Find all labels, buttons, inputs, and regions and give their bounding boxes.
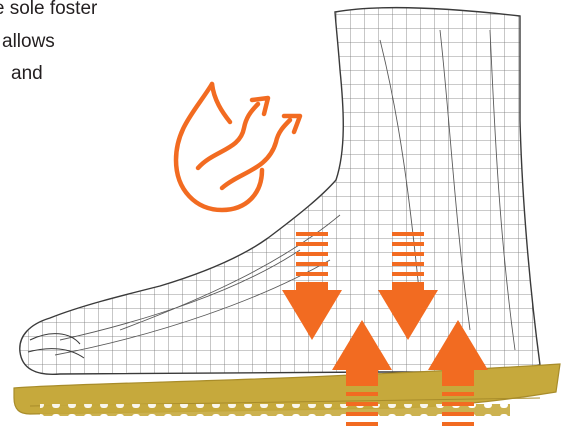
heat-moisture-icon: [176, 84, 300, 210]
